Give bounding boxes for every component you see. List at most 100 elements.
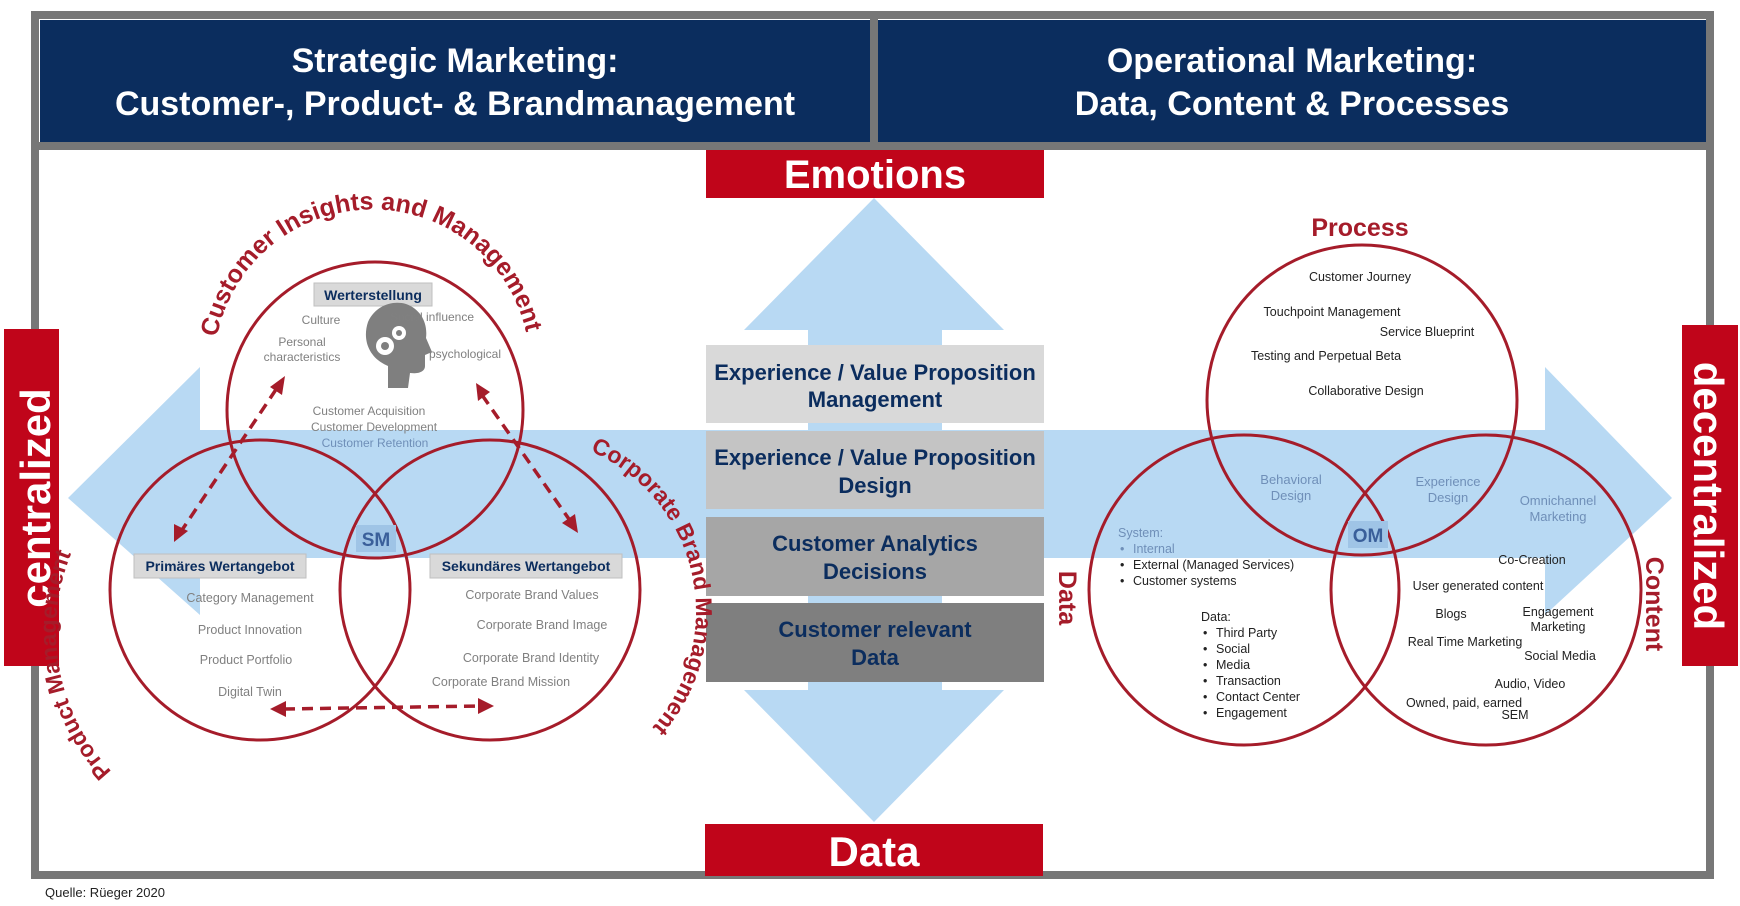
svg-text:•: • xyxy=(1120,558,1124,572)
svg-text:•: • xyxy=(1203,674,1207,688)
experience-design-line1: Experience xyxy=(1415,474,1480,489)
primaeres-wertangebot-box xyxy=(133,553,307,579)
item-product-innovation: Product Innovation xyxy=(198,623,302,637)
primaeres-wertangebot-label: Primäres Wertangebot xyxy=(145,558,294,574)
item-owned-paid-earned: Owned, paid, earned xyxy=(1406,696,1522,710)
behavioral-design-line2: Design xyxy=(1271,488,1311,503)
svg-text:•: • xyxy=(1203,706,1207,720)
centralized-label-box xyxy=(4,329,59,666)
stack-analytics-line1: Customer Analytics xyxy=(772,531,978,556)
item-service-blueprint: Service Blueprint xyxy=(1380,325,1475,339)
venn-data-circle xyxy=(1087,433,1401,747)
item-corporate-brand-identity: Corporate Brand Identity xyxy=(463,651,600,665)
item-culture: Culture xyxy=(302,313,341,327)
system-list: • Internal • External (Managed Services)… xyxy=(1120,542,1294,588)
stack-vp-design-line1: Experience / Value Proposition xyxy=(714,445,1036,470)
om-label: OM xyxy=(1353,526,1384,547)
data-list: • Third Party • Social • Media • Transac… xyxy=(1203,626,1300,720)
experience-design-line2: Design xyxy=(1428,490,1468,505)
operational-header-line2: Data, Content & Processes xyxy=(1075,85,1510,123)
data-circle-label: Data xyxy=(1053,571,1081,626)
data-list-title: Data: xyxy=(1201,610,1231,624)
emotions-label: Emotions xyxy=(784,153,966,197)
item-social-influence: Social influence xyxy=(390,310,474,324)
behavioral-design-line1: Behavioral xyxy=(1260,472,1322,487)
item-collaborative-design: Collaborative Design xyxy=(1308,384,1423,398)
system-item-external: External (Managed Services) xyxy=(1133,558,1294,572)
svg-text:•: • xyxy=(1203,690,1207,704)
strategic-header-line1: Strategic Marketing: xyxy=(292,42,619,80)
stack-relevant-data xyxy=(706,603,1044,682)
stack-vp-design xyxy=(706,431,1044,509)
svg-text:•: • xyxy=(1120,574,1124,588)
venn-process-circle xyxy=(1205,243,1519,557)
item-sem: SEM xyxy=(1501,708,1528,722)
data-item-contact-center: Contact Center xyxy=(1216,690,1300,704)
data-item-transaction: Transaction xyxy=(1216,674,1281,688)
om-badge xyxy=(1348,521,1388,548)
item-co-creation: Co-Creation xyxy=(1498,553,1565,567)
head-gears-icon xyxy=(365,302,432,388)
centralized-label: centralized xyxy=(12,388,59,607)
sekundaeres-wertangebot-box xyxy=(429,553,623,579)
sm-badge xyxy=(356,525,396,552)
item-touchpoint-management: Touchpoint Management xyxy=(1264,305,1401,319)
svg-text:•: • xyxy=(1203,642,1207,656)
item-psychological: psychological xyxy=(429,347,501,361)
item-corporate-brand-image: Corporate Brand Image xyxy=(477,618,608,632)
stack-analytics xyxy=(706,517,1044,596)
venn-product-circle xyxy=(108,438,412,742)
content-label: Content xyxy=(1640,557,1668,652)
source-citation: Quelle: Rüeger 2020 xyxy=(45,885,165,900)
system-item-customer-systems: Customer systems xyxy=(1133,574,1237,588)
decentralized-label: decentralized xyxy=(1685,362,1732,630)
item-engagement-marketing-line1: Engagement xyxy=(1523,605,1594,619)
data-axis-label-box xyxy=(705,824,1043,876)
data-axis-label: Data xyxy=(828,828,920,875)
strategic-header-line2: Customer-, Product- & Brandmanagement xyxy=(115,85,795,123)
data-item-media: Media xyxy=(1216,658,1250,672)
strategic-header-band xyxy=(40,20,870,142)
stack-vp-management xyxy=(706,345,1044,423)
werterstellung-box xyxy=(313,282,433,307)
item-digital-twin: Digital Twin xyxy=(218,685,282,699)
process-label: Process xyxy=(1311,214,1408,242)
stack-relevant-data-line2: Data xyxy=(851,645,899,670)
omnichannel-line2: Marketing xyxy=(1529,509,1586,524)
item-characteristics: characteristics xyxy=(264,350,341,364)
omnichannel-line1: Omnichannel xyxy=(1520,493,1597,508)
stack-vp-management-line2: Management xyxy=(808,387,943,412)
sekundaeres-wertangebot-label: Sekundäres Wertangebot xyxy=(442,558,611,574)
item-customer-journey: Customer Journey xyxy=(1309,270,1412,284)
item-user-generated-content: User generated content xyxy=(1413,579,1544,593)
emotions-label-box xyxy=(706,150,1044,198)
item-customer-retention: Customer Retention xyxy=(322,436,429,450)
dashed-arrows xyxy=(178,387,573,711)
stack-vp-design-line2: Design xyxy=(838,473,911,498)
sm-label: SM xyxy=(362,530,391,551)
item-blogs: Blogs xyxy=(1435,607,1466,621)
data-item-engagement: Engagement xyxy=(1216,706,1287,720)
item-customer-acquisition: Customer Acquisition xyxy=(313,404,426,418)
werterstellung-label: Werterstellung xyxy=(324,287,422,303)
item-category-management: Category Management xyxy=(186,591,314,605)
data-item-social: Social xyxy=(1216,642,1250,656)
item-corporate-brand-values: Corporate Brand Values xyxy=(465,588,598,602)
stack-analytics-line2: Decisions xyxy=(823,559,927,584)
svg-text:•: • xyxy=(1120,542,1124,556)
system-item-internal: Internal xyxy=(1133,542,1175,556)
stack-vp-management-line1: Experience / Value Proposition xyxy=(714,360,1036,385)
item-testing-perpetual-beta: Testing and Perpetual Beta xyxy=(1251,349,1401,363)
operational-header-line1: Operational Marketing: xyxy=(1107,42,1477,80)
decentralized-label-box xyxy=(1682,325,1738,666)
data-item-third-party: Third Party xyxy=(1216,626,1278,640)
item-engagement-marketing-line2: Marketing xyxy=(1531,620,1586,634)
item-real-time-marketing: Real Time Marketing xyxy=(1408,635,1523,649)
svg-text:•: • xyxy=(1203,658,1207,672)
venn-brand-circle xyxy=(338,438,642,742)
item-audio-video: Audio, Video xyxy=(1495,677,1566,691)
item-product-portfolio: Product Portfolio xyxy=(200,653,292,667)
operational-header-band xyxy=(878,20,1706,142)
